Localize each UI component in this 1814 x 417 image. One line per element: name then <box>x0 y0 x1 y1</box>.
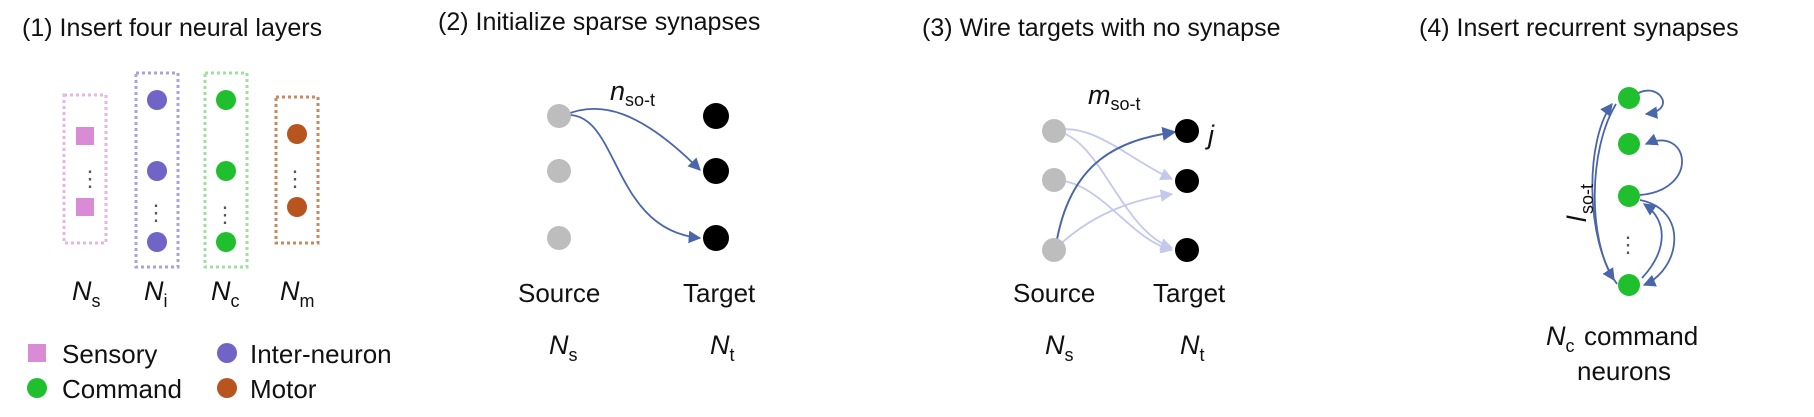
legend-inter-swatch <box>217 343 237 363</box>
inter-neuron-layer-box <box>134 71 180 269</box>
motor-neuron <box>287 197 307 217</box>
target-neuron <box>1175 238 1199 262</box>
target-label: Target <box>1153 278 1226 308</box>
command-neuron <box>1618 274 1640 296</box>
inter-neuron <box>147 161 167 181</box>
motor-layer-box <box>274 95 320 245</box>
legend-inter-label: Inter-neuron <box>250 339 392 369</box>
target-symbol: Nt <box>710 330 735 365</box>
legend: Sensory Inter-neuron Command Motor <box>27 339 392 404</box>
legend-sensory-label: Sensory <box>62 339 157 369</box>
recurrent-edge <box>1639 133 1683 196</box>
command-neuron <box>1618 185 1640 207</box>
recurrent-count-label: lso-t <box>1562 184 1597 222</box>
command-neuron <box>216 90 236 110</box>
layer-label-command: Nc <box>211 276 240 311</box>
panel-2: (2) Initialize sparse synapses nso-t Sou… <box>438 8 760 365</box>
layer-label-motor: Nm <box>280 276 315 311</box>
panel-1: (1) Insert four neural layers ⋮ ⋮ ⋮ <box>22 14 392 404</box>
source-label: Source <box>518 278 600 308</box>
source-neuron <box>1042 168 1066 192</box>
inter-neuron <box>147 90 167 110</box>
source-symbol: Ns <box>549 330 578 365</box>
command-neuron <box>216 161 236 181</box>
sensory-layer-box <box>62 93 108 245</box>
caption-line-1: command <box>1584 321 1698 351</box>
legend-motor-swatch <box>217 378 237 398</box>
existing-synapse-edge <box>1053 128 1174 181</box>
legend-command-swatch <box>27 378 47 398</box>
command-ellipsis: ⋮ <box>1617 232 1639 257</box>
target-neuron <box>703 225 729 251</box>
command-neuron <box>1618 133 1640 155</box>
synapse-edge <box>564 108 701 171</box>
edge-count-label: nso-t <box>610 76 655 110</box>
target-neuron <box>703 158 729 184</box>
sensory-neuron <box>76 127 94 145</box>
target-symbol: Nt <box>1180 330 1205 365</box>
source-neuron <box>1042 119 1066 143</box>
inter-neuron-layer: ⋮ <box>134 71 180 269</box>
inter-neuron-ellipsis: ⋮ <box>145 200 167 225</box>
target-neuron <box>1175 169 1199 193</box>
layer-label-sensory: Ns <box>72 276 101 311</box>
legend-sensory-swatch <box>28 344 46 362</box>
edge-count-label: mso-t <box>1088 80 1141 114</box>
inter-neuron <box>147 232 167 252</box>
target-tag-j: j <box>1204 120 1215 150</box>
caption-line-2: neurons <box>1577 356 1671 386</box>
new-synapse-edge <box>1055 126 1177 246</box>
command-neuron <box>216 232 236 252</box>
sensory-neuron <box>76 198 94 216</box>
motor-neuron <box>287 124 307 144</box>
recurrent-edge <box>1641 203 1663 279</box>
layer-label-inter: Ni <box>144 276 168 311</box>
target-label: Target <box>683 278 756 308</box>
panel-2-title: (2) Initialize sparse synapses <box>438 8 760 36</box>
existing-synapse-edge <box>1053 189 1174 251</box>
panel-4-title: (4) Insert recurrent synapses <box>1419 14 1739 42</box>
panel-4: (4) Insert recurrent synapses ⋮ lso-t Nc… <box>1419 14 1739 386</box>
synapse-edge <box>564 114 702 244</box>
source-label: Source <box>1013 278 1095 308</box>
legend-command-label: Command <box>62 374 182 404</box>
motor-layer: ⋮ <box>274 95 320 245</box>
motor-ellipsis: ⋮ <box>284 166 306 191</box>
source-neuron <box>547 226 571 250</box>
existing-synapse-edge <box>1053 179 1174 254</box>
panel-3: (3) Wire targets with no synapse mso-t j… <box>922 14 1280 365</box>
target-neuron-j <box>1175 119 1199 143</box>
panel-3-title: (3) Wire targets with no synapse <box>922 14 1280 42</box>
existing-synapse-edge <box>1053 130 1174 251</box>
command-layer: ⋮ <box>203 71 249 269</box>
sensory-layer: ⋮ <box>62 93 108 245</box>
recurrent-edge <box>1633 89 1664 119</box>
command-ellipsis: ⋮ <box>214 202 236 227</box>
command-layer-box <box>203 71 249 269</box>
recurrent-edge <box>1639 199 1676 287</box>
command-neuron <box>1618 87 1640 109</box>
source-neuron <box>1042 238 1066 262</box>
source-neuron <box>547 104 571 128</box>
recurrent-edge <box>1593 103 1617 282</box>
legend-motor-label: Motor <box>250 374 317 404</box>
target-neuron <box>703 103 729 129</box>
panel-1-title: (1) Insert four neural layers <box>22 14 322 42</box>
source-symbol: Ns <box>1045 330 1074 365</box>
source-neuron <box>547 159 571 183</box>
caption-symbol: Nc <box>1546 321 1575 356</box>
sensory-ellipsis: ⋮ <box>79 166 101 191</box>
